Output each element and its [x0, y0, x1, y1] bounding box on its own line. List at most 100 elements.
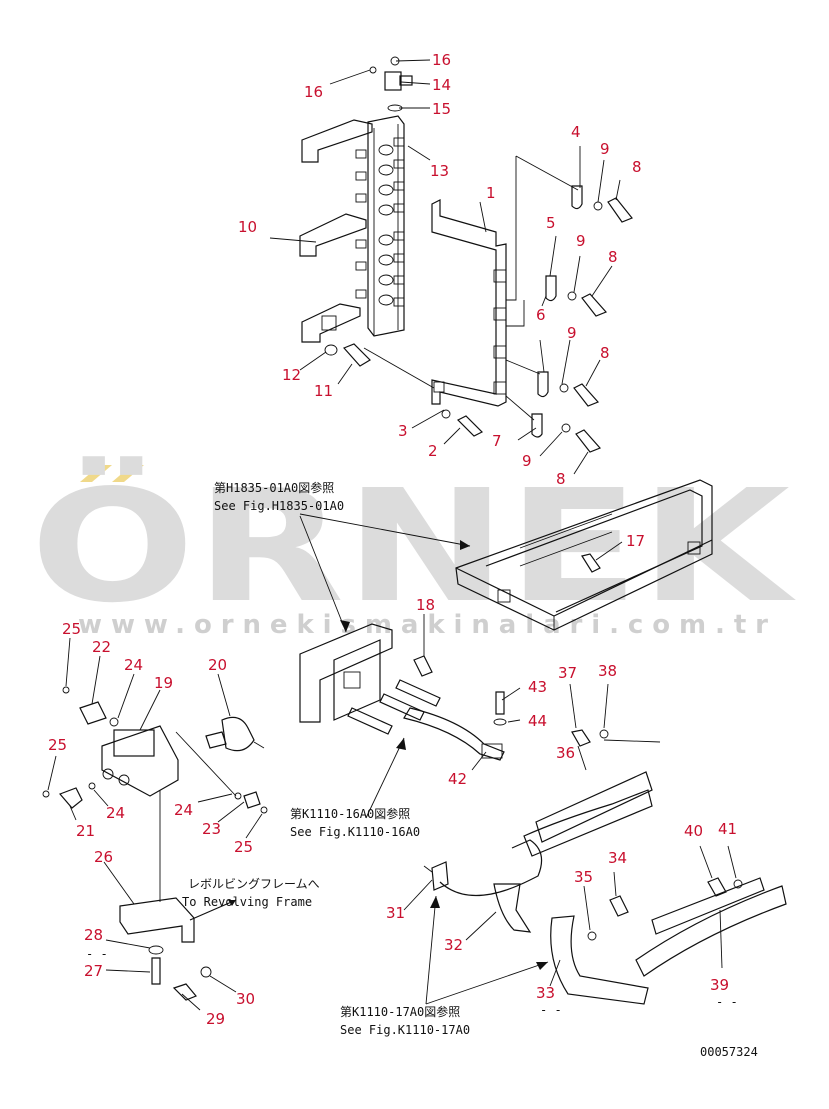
- bracket-10-lower: [301, 303, 361, 343]
- label-4: 4: [571, 123, 581, 141]
- label-16-top: 16: [432, 51, 451, 69]
- label-26: 26: [94, 848, 113, 866]
- bracket-10-middle: [299, 213, 367, 257]
- label-42: 42: [448, 770, 467, 788]
- watermark-brand: ÖRNEK: [30, 456, 796, 637]
- label-44: 44: [528, 712, 547, 730]
- label-23: 23: [202, 820, 221, 838]
- spiral-wrap-39: [635, 885, 787, 977]
- revolving-frame-17: [455, 479, 713, 631]
- cover-33: [550, 915, 649, 1005]
- washer-3: [441, 409, 451, 419]
- middle-assembly: [299, 623, 507, 761]
- ref-h1835-en: See Fig.H1835-01A0: [214, 499, 344, 513]
- label-39: 39: [710, 976, 729, 994]
- label-31: 31: [386, 904, 405, 922]
- washer-30: [200, 966, 212, 978]
- bolt-29: [172, 983, 197, 1001]
- label-9-b: 9: [576, 232, 586, 250]
- dash-mark-39: - -: [716, 995, 738, 1009]
- bolt-8-c: [573, 383, 600, 407]
- clamp-4: [571, 185, 583, 210]
- label-10: 10: [238, 218, 257, 236]
- label-25-c: 25: [234, 838, 253, 856]
- label-21: 21: [76, 822, 95, 840]
- label-28: 28: [84, 926, 103, 944]
- label-43: 43: [528, 678, 547, 696]
- bolt-43: [495, 691, 505, 715]
- leader-lines: [47, 59, 737, 1011]
- label-41: 41: [718, 820, 737, 838]
- tee-fitting-branch: [399, 75, 413, 86]
- label-15: 15: [432, 100, 451, 118]
- watermark: ÖRNEK www.ornekismakinalari.com.tr: [30, 456, 796, 640]
- label-22: 22: [92, 638, 111, 656]
- fitting-23: [243, 791, 261, 809]
- label-24-c: 24: [174, 801, 193, 819]
- label-40: 40: [684, 822, 703, 840]
- label-9-d: 9: [522, 452, 532, 470]
- label-33: 33: [536, 984, 555, 1002]
- o-ring-16-left: [369, 66, 377, 74]
- reference-texts: 第H1835-01A0図参照 See Fig.H1835-01A0 第K1110…: [86, 480, 758, 1059]
- label-2: 2: [428, 442, 438, 460]
- bolt-8-b: [581, 293, 608, 317]
- lower-harness: [423, 729, 787, 1005]
- ref-k1110-17-en: See Fig.K1110-17A0: [340, 1023, 470, 1037]
- bolt-8-d: [575, 429, 602, 453]
- part-labels: 16 16 14 15 13 1 4 9 8 10 5 9 8 6 9 8 12…: [48, 51, 737, 1028]
- elbow-21: [58, 787, 83, 809]
- bracket-26: [119, 897, 195, 943]
- drawing-number: 00057324: [700, 1045, 758, 1059]
- label-8-a: 8: [632, 158, 642, 176]
- label-27: 27: [84, 962, 103, 980]
- label-16-left: 16: [304, 83, 323, 101]
- bolt-11: [342, 343, 371, 367]
- label-34: 34: [608, 849, 627, 867]
- label-9-c: 9: [567, 324, 577, 342]
- ref-h1835-jp: 第H1835-01A0図参照: [214, 480, 334, 495]
- label-19: 19: [154, 674, 173, 692]
- cover-36: [535, 771, 653, 843]
- ref-k1110-16-jp: 第K1110-16A0図参照: [290, 806, 410, 821]
- bolt-36: [571, 729, 591, 747]
- reference-arrows: [299, 513, 549, 1005]
- bolt-2: [456, 415, 484, 437]
- label-8-b: 8: [608, 248, 618, 266]
- clip-31: [431, 861, 449, 891]
- watermark-accent-left: [80, 465, 112, 482]
- label-8-c: 8: [600, 344, 610, 362]
- dash-mark-33: - -: [540, 1003, 562, 1017]
- label-29: 29: [206, 1010, 225, 1028]
- label-25-b: 25: [48, 736, 67, 754]
- spiral-wrap: [523, 789, 653, 857]
- dash-mark-28: - -: [86, 947, 108, 961]
- label-38: 38: [598, 662, 617, 680]
- washer-28: [148, 945, 164, 955]
- label-12: 12: [282, 366, 301, 384]
- watermark-accent-right: [112, 465, 144, 482]
- bolt-34: [609, 895, 629, 917]
- fitting-18: [413, 655, 433, 677]
- manifold-fittings: [355, 137, 405, 307]
- label-24-a: 24: [124, 656, 143, 674]
- solenoid-19: [113, 729, 155, 757]
- label-14: 14: [432, 76, 451, 94]
- bolt-27: [151, 957, 161, 985]
- label-37: 37: [558, 664, 577, 682]
- label-1: 1: [486, 184, 496, 202]
- label-35: 35: [574, 868, 593, 886]
- bolt-40: [707, 877, 727, 897]
- solenoid-20: [221, 716, 255, 752]
- washer-12: [324, 344, 338, 356]
- bolt-8-a: [607, 197, 633, 223]
- clamp-6: [537, 371, 549, 398]
- valve-block: [299, 623, 393, 723]
- manifold-block: [367, 115, 405, 337]
- bracket-clip: [321, 315, 337, 331]
- ref-k1110-17-jp: 第K1110-17A0図参照: [340, 1004, 460, 1019]
- label-3: 3: [398, 422, 408, 440]
- washer-38: [599, 729, 609, 739]
- washer-44: [493, 718, 507, 726]
